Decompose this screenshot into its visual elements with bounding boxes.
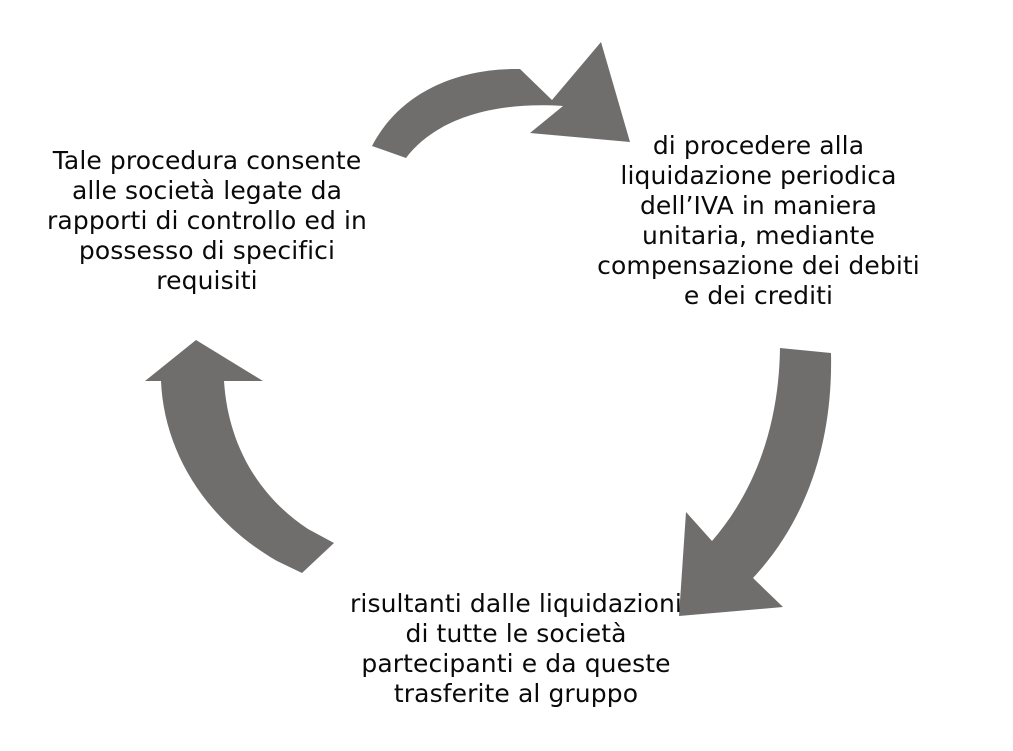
node-left-text: Tale procedura consente alle società leg… bbox=[47, 146, 367, 295]
arrow-left-shape bbox=[145, 340, 334, 573]
node-bottom-text: risultanti dalle liquidazioni di tutte l… bbox=[350, 589, 682, 708]
node-right-text: di procedere alla liquidazione periodica… bbox=[597, 131, 920, 310]
arrow-right-shape bbox=[679, 348, 832, 616]
